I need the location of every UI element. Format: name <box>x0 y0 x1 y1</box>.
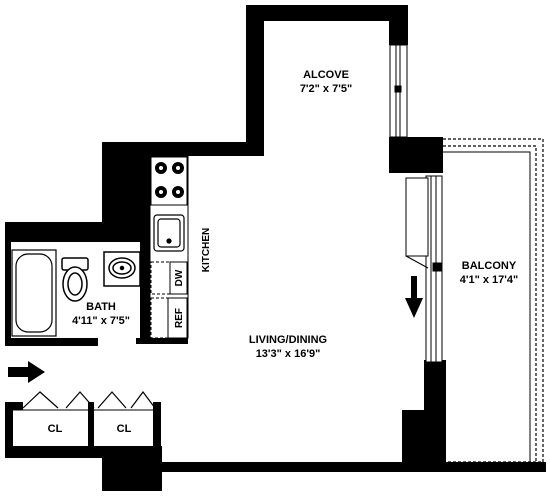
wall-right-lower-step <box>402 410 446 470</box>
wall-bottom <box>102 462 546 472</box>
door-arrow-icon <box>405 276 423 318</box>
balcony-railing <box>443 138 544 463</box>
closet-label-2: CL <box>117 423 132 435</box>
bathtub-icon <box>11 249 57 337</box>
refrigerator-label: REF <box>174 308 185 328</box>
dishwasher-label: DW <box>174 269 185 286</box>
wall-alcove-right-top <box>389 5 408 45</box>
wall-closet-top-left <box>5 402 23 410</box>
wall-left-upper <box>102 142 150 222</box>
dishwasher <box>150 261 188 295</box>
kitchen-label: KITCHEN <box>201 228 212 272</box>
wall-closet-divider <box>88 402 94 458</box>
closet-label-1: CL <box>48 423 63 435</box>
living-dining-dims: 13'3" x 16'9" <box>256 348 321 360</box>
balcony-sliding-door[interactable] <box>405 175 443 363</box>
wall-closet-left <box>5 402 13 458</box>
wall-bath-bottom <box>5 338 98 346</box>
bath-dims: 4'11" x 7'5" <box>72 315 130 327</box>
wall-kitchen-bottom <box>136 338 188 344</box>
wall-alcove-left <box>246 5 264 150</box>
wall-alcove-top <box>246 5 408 21</box>
stove-icon <box>150 156 188 206</box>
kitchen-sink-icon <box>153 214 185 252</box>
wall-pier <box>389 137 443 173</box>
closet-doors[interactable] <box>13 391 156 411</box>
toilet-icon <box>61 257 89 302</box>
living-dining-name: LIVING/DINING <box>249 334 327 346</box>
bath-name: BATH <box>86 301 116 313</box>
balcony-name: BALCONY <box>462 260 517 272</box>
wall-closet-right <box>153 402 161 458</box>
entry-arrow-icon <box>8 361 45 383</box>
alcove-window <box>389 44 408 138</box>
bath-sink-icon <box>103 251 141 287</box>
balcony-dims: 4'1" x 17'4" <box>460 274 518 286</box>
wall-bath-kitchen <box>140 222 150 342</box>
wall-bath-top <box>5 222 150 242</box>
alcove-dims: 7'2" x 7'5" <box>300 83 352 95</box>
alcove-name: ALCOVE <box>303 69 349 81</box>
wall-bath-left <box>5 222 11 346</box>
refrigerator <box>150 297 188 339</box>
walls <box>5 5 546 491</box>
